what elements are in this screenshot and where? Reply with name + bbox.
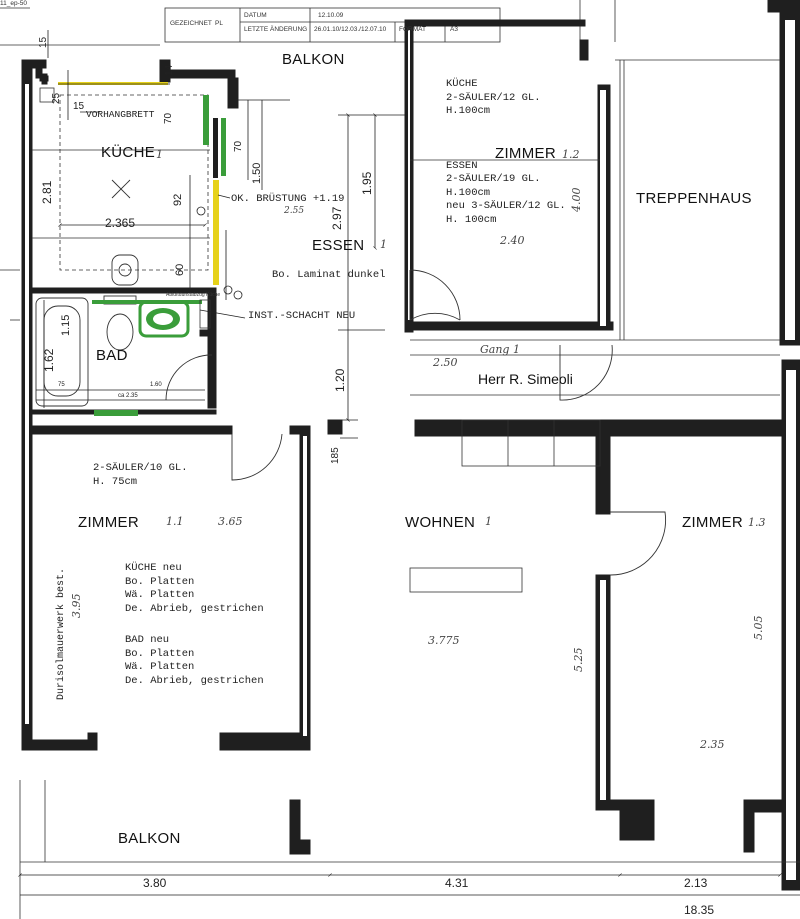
room-zimmer-13: ZIMMER <box>682 514 743 531</box>
spec-line: H.100cm <box>446 105 491 117</box>
dim-25: 25 <box>51 92 62 104</box>
room-zimmer-12: ZIMMER <box>495 145 556 162</box>
spec-line: 2-SÄULER/12 GL. <box>446 91 541 104</box>
note-kitchen-appliance: Abluftdunstabzug Küche <box>166 292 221 298</box>
hw-essen-width: 2.55 <box>284 206 305 216</box>
format-value: A3 <box>450 26 458 33</box>
spec-line <box>446 119 566 160</box>
date-label: DATUM <box>244 12 267 19</box>
note-durisol: Durisolmauerwerk best. <box>56 567 67 700</box>
note-vorhangbrett: VORHANGBRETT <box>86 109 155 120</box>
date-value: 12.10.09 <box>318 12 344 19</box>
dim-70-a: 70 <box>163 112 174 124</box>
dim-380: 3.80 <box>143 876 167 890</box>
dim-150: 1.50 <box>251 162 263 184</box>
dim-120: 1.20 <box>333 368 347 392</box>
room-zimmer-11: ZIMMER <box>78 514 139 531</box>
dim-160: 1.60 <box>150 382 162 388</box>
note-laminat: Bo. Laminat dunkel <box>272 269 386 281</box>
hw-essen-no: 1 <box>380 238 387 251</box>
hw-zimmer12-width: 2.40 <box>500 234 525 247</box>
wall-hollows <box>25 20 796 880</box>
note-brustung: OK. BRÜSTUNG +1.19 <box>231 193 345 205</box>
spec-line: Wä. Platten <box>125 661 195 673</box>
spec-line: H. 75cm <box>93 475 138 488</box>
hw-wohnen-width: 3.775 <box>428 634 460 647</box>
spec-line: H. 100cm <box>446 213 497 226</box>
room-essen: ESSEN <box>312 237 365 254</box>
hw-zimmer11-height: 3.95 <box>70 593 83 619</box>
dim-195: 1.95 <box>360 171 374 195</box>
spec-line: Bo. Platten <box>125 647 195 660</box>
hw-gang-width: 2.50 <box>433 356 458 369</box>
zimmer12-spec: KÜCHE 2-SÄULER/12 GL. H.100cm ESSEN 2-SÄ… <box>446 78 566 227</box>
drawn-label: GEZEICHNET <box>170 20 212 27</box>
spec-line: BAD neu <box>125 634 170 646</box>
hw-zimmer11-width: 3.65 <box>218 515 243 528</box>
spec-line <box>125 616 264 634</box>
hw-wohnen-height: 5.25 <box>572 647 585 673</box>
hw-wohnen-no: 1 <box>485 515 492 528</box>
room-kueche: KÜCHE <box>101 144 156 161</box>
spec-line: De. Abrieb, gestrichen <box>125 602 264 615</box>
zimmer11-spec: 2-SÄULER/10 GL. H. 75cm <box>93 462 188 489</box>
dim-14: 14 <box>164 64 175 76</box>
spec-line: Wä. Platten <box>125 589 195 601</box>
room-bad: BAD <box>96 347 128 364</box>
room-wohnen: WOHNEN <box>405 514 476 531</box>
hw-zimmer12-no: 1.2 <box>562 148 580 161</box>
dim-185: 185 <box>330 447 341 464</box>
dim-60: 60 <box>174 263 186 276</box>
dim-115: 1.15 <box>60 314 72 336</box>
drawn-value: PL <box>215 20 223 27</box>
spec-line: 2-SÄULER/19 GL. <box>446 173 541 185</box>
kitchen-marks <box>196 206 243 300</box>
new-elements <box>39 82 226 416</box>
dim-75: 75 <box>58 382 65 388</box>
room-balkon-top: BALKON <box>282 51 345 68</box>
hw-gang-label: Gang 1 <box>480 343 520 356</box>
doors <box>165 230 666 576</box>
dim-70-b: 70 <box>233 140 244 152</box>
spec-line: KÜCHE <box>446 78 478 90</box>
spec-line: De. Abrieb, gestrichen <box>125 674 264 687</box>
note-tenant: Herr R. Simeoli <box>478 371 573 387</box>
note-inst-schacht: INST.-SCHACHT NEU <box>248 310 356 322</box>
dim-1835: 18.35 <box>684 903 715 917</box>
change-label: LETZTE ÄNDERUNG <box>244 26 308 33</box>
dimension-lines <box>18 30 800 896</box>
dim-92: 92 <box>172 193 184 206</box>
room-treppenhaus: TREPPENHAUS <box>636 190 752 207</box>
spec-line: ESSEN <box>446 159 478 172</box>
spec-line: Bo. Platten <box>125 575 195 588</box>
dim-281: 2.81 <box>40 180 54 204</box>
spec-line: H.100cm <box>446 186 491 199</box>
dim-15-top: 15 <box>38 36 49 48</box>
dim-431: 4.31 <box>445 876 469 890</box>
walls <box>21 0 800 891</box>
change-value: 26.01.10/12.03./12.07.10 <box>314 26 387 33</box>
hw-kueche-no: 1 <box>156 148 163 161</box>
sheet-ref: 11_ep-50 <box>0 0 27 7</box>
hw-zimmer11-no: 1.1 <box>166 515 184 528</box>
spec-line: KÜCHE neu <box>125 562 182 574</box>
dim-213: 2.13 <box>684 876 708 890</box>
dim-2365: 2.365 <box>105 216 136 230</box>
hw-zimmer13-width: 2.35 <box>700 738 725 751</box>
hw-zimmer13-no: 1.3 <box>748 516 766 529</box>
interior-lines <box>0 59 800 919</box>
hw-zimmer12-height: 4.00 <box>570 187 583 213</box>
dim-235: ca 2.35 <box>118 393 138 399</box>
dim-297: 2.97 <box>330 206 344 230</box>
spec-line: 2-SÄULER/10 GL. <box>93 462 188 474</box>
hw-zimmer13-height: 5.05 <box>752 615 765 641</box>
dim-15-b: 15 <box>73 101 85 112</box>
renovation-spec: KÜCHE neu Bo. Platten Wä. Platten De. Ab… <box>125 562 264 688</box>
room-balkon-bottom: BALKON <box>118 830 181 847</box>
spec-line: neu 3-SÄULER/12 GL. <box>446 200 566 212</box>
dim-162: 1.62 <box>42 348 56 372</box>
format-label: FORMAT <box>399 26 426 33</box>
